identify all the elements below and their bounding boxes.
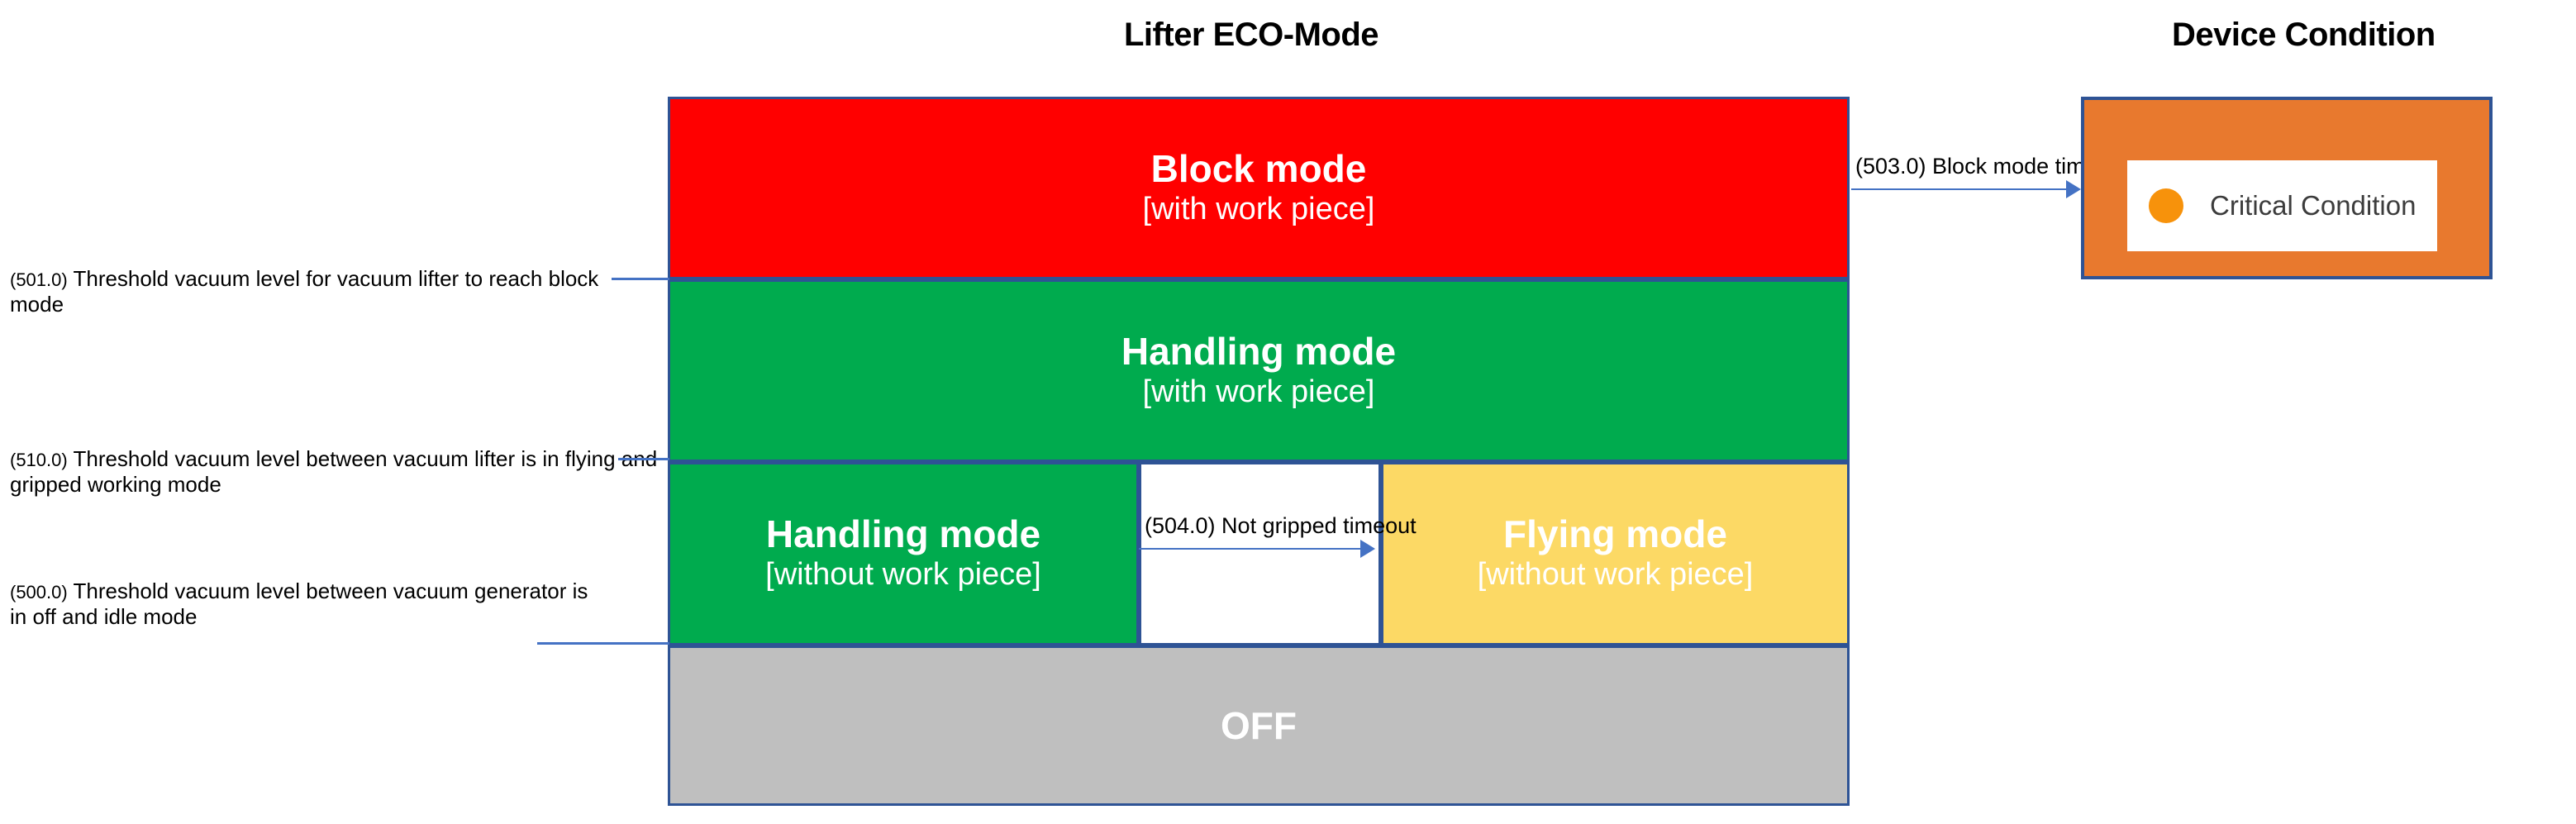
transition-label-504: (504.0) Not gripped timeout	[1145, 513, 1417, 538]
mode-label-flying: Flying mode	[1503, 512, 1727, 555]
annotation-text-501: Threshold vacuum level for vacuum lifter…	[10, 266, 599, 317]
mode-label-block: Block mode	[1150, 146, 1367, 190]
mode-label-handling-with: Handling mode	[1121, 329, 1397, 373]
device-condition-status-label: Critical Condition	[2210, 190, 2416, 221]
mode-sublabel-handling-without: [without work piece]	[765, 557, 1041, 593]
mode-sublabel-handling-with: [with work piece]	[1142, 374, 1375, 409]
annotation-code-500: (500.0)	[10, 582, 68, 603]
device-condition-box: Critical Condition	[2081, 97, 2493, 279]
lifter-eco-mode-title: Lifter ECO-Mode	[1124, 17, 1379, 53]
annotation-threshold-510: (510.0) Threshold vacuum level between v…	[10, 446, 663, 497]
leader-line-510	[618, 458, 669, 460]
device-condition-status-chip[interactable]: Critical Condition	[2127, 160, 2437, 251]
mode-cell-flying[interactable]: Flying mode [without work piece]	[1381, 462, 1850, 645]
status-dot-icon	[2149, 188, 2183, 223]
transition-label-503: (503.0) Block mode timeout	[1855, 154, 2129, 179]
mode-sublabel-block: [with work piece]	[1142, 191, 1375, 226]
device-condition-title: Device Condition	[2172, 17, 2436, 53]
mode-row-handling-with-workpiece[interactable]: Handling mode [with work piece]	[668, 279, 1850, 462]
leader-line-500	[537, 642, 669, 645]
mode-row-middle: Handling mode [without work piece] Flyin…	[668, 462, 1850, 645]
mode-label-off: OFF	[1221, 704, 1297, 747]
annotation-text-500: Threshold vacuum level between vacuum ge…	[10, 579, 588, 629]
mode-label-handling-without: Handling mode	[765, 512, 1041, 555]
transition-arrow-line-503	[1851, 188, 2078, 190]
transition-arrow-line-504	[1139, 548, 1374, 550]
annotation-code-501: (501.0)	[10, 269, 68, 290]
mode-row-block[interactable]: Block mode [with work piece]	[668, 97, 1850, 279]
mode-cell-handling-without-workpiece[interactable]: Handling mode [without work piece]	[668, 462, 1139, 645]
mode-cell-not-gripped-transition	[1139, 462, 1381, 645]
annotation-threshold-500: (500.0) Threshold vacuum level between v…	[10, 579, 588, 629]
leader-line-501	[612, 278, 669, 280]
annotation-threshold-501: (501.0) Threshold vacuum level for vacuu…	[10, 266, 638, 317]
transition-arrow-head-504	[1360, 540, 1375, 558]
lifter-mode-stack: Block mode [with work piece] Handling mo…	[668, 97, 1850, 806]
transition-arrow-head-503	[2066, 180, 2081, 198]
annotation-code-510: (510.0)	[10, 450, 68, 470]
annotation-text-510: Threshold vacuum level between vacuum li…	[10, 446, 658, 497]
mode-row-off[interactable]: OFF	[668, 645, 1850, 806]
mode-sublabel-flying: [without work piece]	[1477, 557, 1754, 593]
